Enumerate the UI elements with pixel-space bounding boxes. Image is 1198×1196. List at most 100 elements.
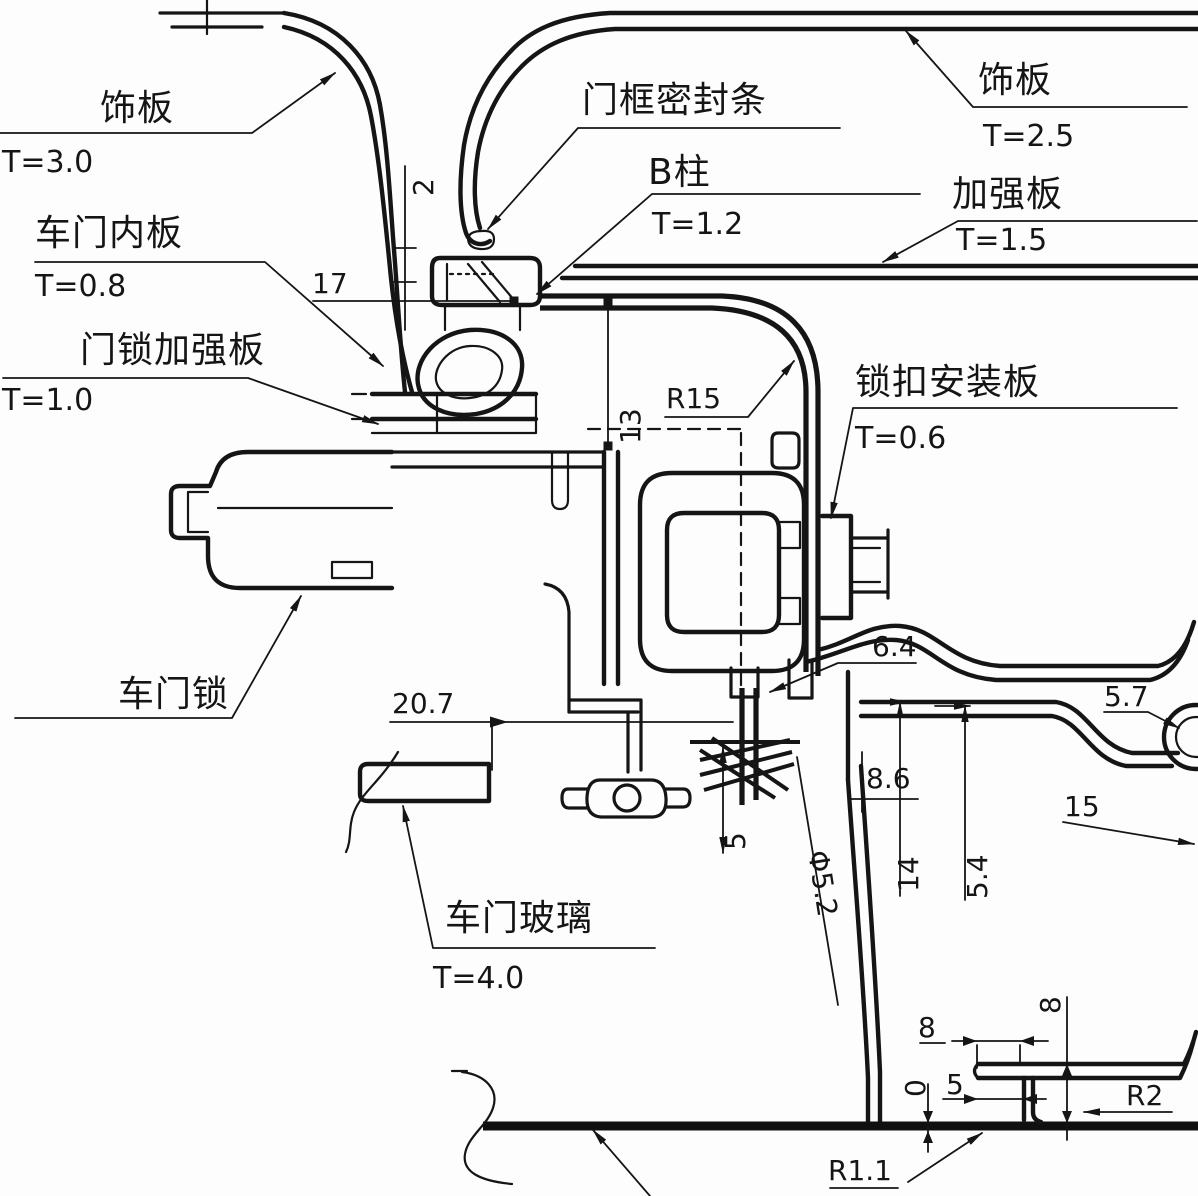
pillar-outer-line: [540, 293, 821, 676]
door-inner-panel-thickness: T=0.8: [34, 269, 126, 304]
frame-outer-line: [458, 10, 1198, 247]
clip-above-striker: [770, 431, 801, 470]
sill-area: [450, 1029, 1198, 1196]
trim-left-label: 饰板: [100, 88, 174, 129]
centerlines: [586, 427, 743, 742]
dim-8-top-arrow-l: [963, 1036, 977, 1046]
reinforcement-plate-thickness: T=1.5: [955, 223, 1047, 258]
bracket-flange-bottom: [975, 1040, 1196, 1081]
lock-reinforcement-label: 门锁加强板: [80, 330, 265, 371]
dim-8-side-arrow-b: [1062, 1111, 1072, 1123]
lock-small-rect: [330, 560, 374, 580]
grommet-tabs: [560, 787, 692, 810]
striker-plate-area: [637, 431, 890, 700]
door-frame-seal-leader: [487, 127, 841, 230]
dim-dia-5-2: Φ5.2: [801, 848, 844, 919]
dim-8-top: 8: [918, 1011, 936, 1044]
trim-right-thickness: T=2.5: [982, 119, 1074, 154]
lock-reinforcement-thickness: T=1.0: [1, 383, 93, 418]
grommet-hole: [612, 783, 642, 813]
upper-wavy-outer: [815, 619, 1197, 669]
dim-r1-1-leader: [829, 1133, 982, 1189]
b-pillar-label: B柱: [648, 152, 711, 193]
sill-break-curve: [450, 1069, 514, 1186]
dim-r1-1: R1.1: [828, 1154, 892, 1187]
reinforcement-plate-label: 加强板: [952, 174, 1063, 215]
lock-reinforcement-band: [350, 391, 539, 435]
lower-panel-structure: [543, 582, 800, 819]
pillar-inner-line: [540, 305, 809, 672]
dim-0-arrow-t: [923, 1111, 933, 1123]
upper-wavy-inner: [803, 637, 1191, 683]
panel-slot: [550, 450, 570, 511]
dim-6-4-leader: [769, 662, 917, 693]
sill-seal-circle-outer: [1161, 702, 1198, 772]
dim-2: 2: [407, 178, 440, 196]
dim-0-arrow-b: [923, 1131, 933, 1143]
dim-14-line: [861, 702, 906, 897]
b-pillar-thickness: T=1.2: [651, 207, 743, 242]
door-frame-seal-assembly: [415, 255, 543, 418]
dim-r2: R2: [1126, 1079, 1163, 1112]
trim-left-thickness: T=3.0: [1, 145, 93, 180]
dim-8-side: 8: [1034, 996, 1067, 1014]
fastener-hatch-cluster: [690, 736, 800, 800]
dim-5-4: 5.4: [961, 854, 994, 899]
sill-leader-arrow: [592, 1129, 651, 1196]
component-labels: 饰板 T=3.0 车门内板 T=0.8 门锁加强板 T=1.0 车门锁 门框密封…: [0, 30, 1198, 996]
lock-cylinder-detail: [186, 490, 210, 534]
dim-20-7-arrow: [490, 716, 508, 728]
striker-bracket: [819, 513, 854, 621]
door-glass-section: [344, 750, 492, 854]
seal-channel-sides: [443, 303, 522, 332]
dim-14: 14: [892, 856, 925, 892]
dim-20-7: 20.7: [392, 687, 454, 720]
b-pillar-leader: [536, 193, 921, 295]
reinforcement-plate-leader: [882, 220, 1198, 263]
lock-outer-contour: [168, 449, 395, 591]
door-lock-leader: [14, 595, 302, 719]
lower-wavy-outer: [858, 699, 1181, 756]
dim-5-7-leader: [1103, 711, 1180, 729]
seal-inner-struts: [445, 260, 516, 304]
dim-dia-5-2-line: [796, 756, 839, 1006]
door-glass-label: 车门玻璃: [445, 898, 593, 939]
trim-left-leader: [0, 72, 336, 134]
top-right-door-frame: [458, 10, 1198, 251]
dim-5-7: 5.7: [1104, 680, 1149, 713]
dim-8-side-arrow-t: [1062, 1064, 1072, 1076]
dim-5-mid: 5: [719, 832, 752, 850]
bracket-flange-top: [975, 1029, 1198, 1067]
dim-5-bottom: 5: [946, 1068, 964, 1101]
door-skin-inner: [858, 763, 883, 1127]
door-skin-outer: [845, 777, 871, 1127]
b-pillar-panels: [540, 263, 1198, 676]
dim-5-4-line: [934, 706, 970, 901]
dim-5-bottom-arrow-r: [1023, 1094, 1037, 1104]
door-lock-body: [168, 449, 621, 687]
striker-bolt: [849, 528, 890, 600]
trim-left-inner-curve: [281, 24, 415, 395]
door-glass-leader: [402, 805, 656, 949]
dim-8-6-lines: [849, 751, 919, 813]
frame-inner-line: [472, 26, 1198, 231]
dim-8-6: 8.6: [866, 762, 911, 795]
striker-notches: [777, 520, 802, 626]
frame-hook-flange: [466, 229, 496, 251]
door-lock-label: 车门锁: [118, 674, 229, 715]
panel-step-left: [543, 582, 571, 714]
seal-outer-profile: [429, 255, 543, 308]
glass-bar: [357, 761, 492, 804]
right-side-panels: [803, 619, 1198, 1127]
striker-opening-outer: [637, 470, 807, 674]
dim-5-bottom-arrow-l: [964, 1094, 978, 1104]
dim-0: 0: [899, 1079, 932, 1097]
top-left-trim-section: [158, 0, 415, 395]
striker-mount-plate-thickness: T=0.6: [854, 421, 946, 456]
lower-wavy-inner: [858, 713, 1175, 769]
striker-mount-plate-leader: [830, 407, 1178, 519]
striker-mount-plate-label: 锁扣安装板: [855, 362, 1040, 403]
dim-2-lines: [393, 165, 417, 331]
dim-r15: R15: [666, 382, 721, 415]
